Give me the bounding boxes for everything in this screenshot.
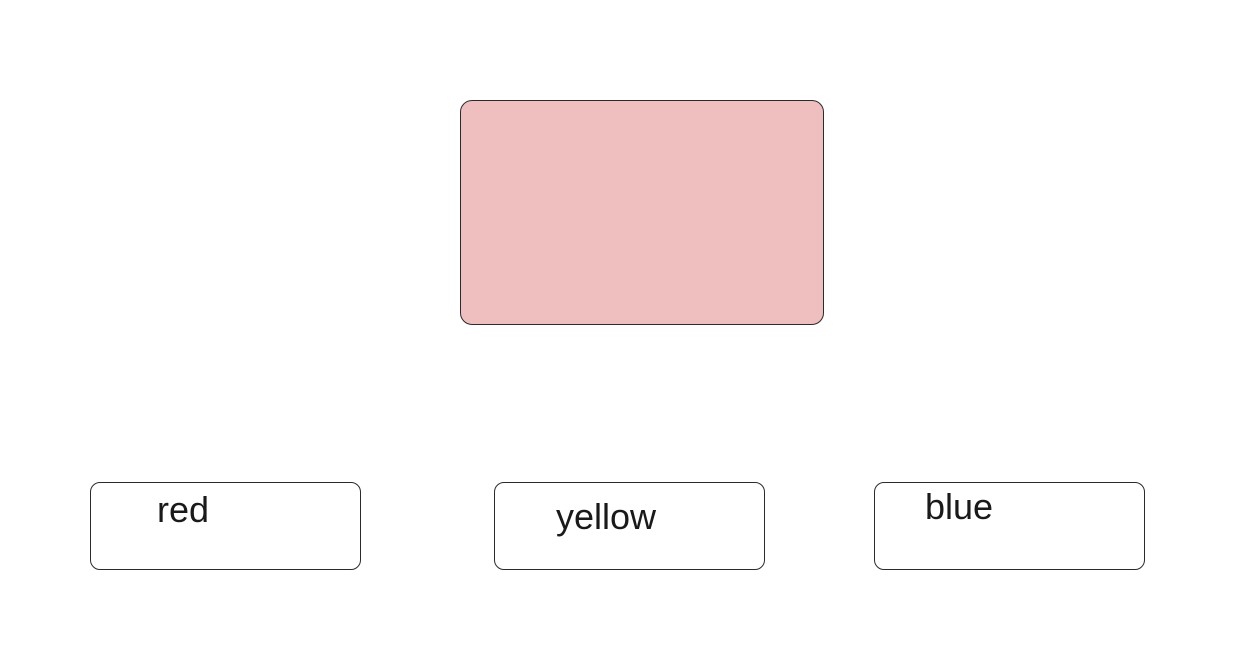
- answer-button-label: red: [157, 489, 210, 530]
- answer-button-yellow[interactable]: yellow: [494, 482, 765, 570]
- answer-button-blue[interactable]: blue: [874, 482, 1145, 570]
- answer-button-label: yellow: [556, 496, 657, 537]
- answer-button-label: blue: [925, 486, 994, 527]
- color-swatch: [460, 100, 824, 325]
- answer-button-red[interactable]: red: [90, 482, 361, 570]
